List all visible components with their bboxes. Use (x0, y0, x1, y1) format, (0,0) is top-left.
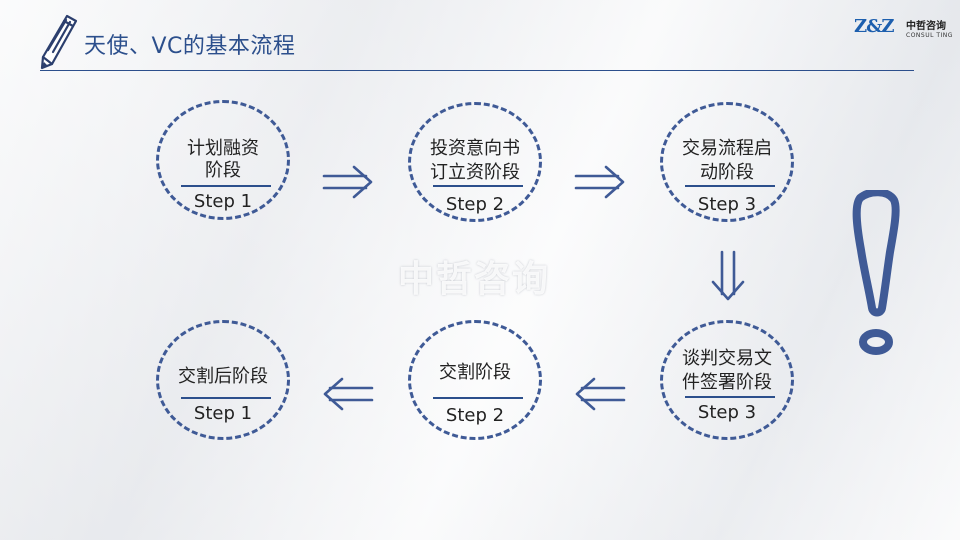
step-name-line2: 动阶段 (700, 162, 754, 183)
step-underline (433, 397, 523, 399)
step-underline (433, 185, 523, 187)
double-arrow-right-icon (322, 165, 373, 199)
company-logo: Z&Z 中哲咨询 CONSUL TING (854, 14, 954, 46)
pencil-icon (40, 14, 78, 70)
double-arrow-down-icon (711, 250, 745, 301)
step-name-line1: 计划融资 (187, 138, 259, 159)
step-name-line2: 阶段 (205, 160, 241, 181)
double-arrow-left-icon (323, 377, 374, 411)
step-circle-5: 交割阶段 Step 2 (408, 320, 542, 440)
step-underline (181, 397, 271, 399)
double-arrow-right-icon (574, 165, 625, 199)
step-label: Step 3 (697, 402, 757, 423)
step-underline (181, 185, 271, 187)
step-name-line2: 订立资阶段 (430, 162, 520, 183)
watermark: 中哲咨询 (398, 259, 551, 300)
double-arrow-left-icon (575, 377, 626, 411)
step-circle-6: 交割后阶段 Step 1 (156, 320, 290, 440)
page-title: 天使、VC的基本流程 (84, 34, 296, 59)
step-name-line1: 谈判交易文 (682, 348, 772, 369)
step-name-line2: 件签署阶段 (682, 372, 772, 393)
step-underline (685, 396, 775, 398)
logo-company-name: 中哲咨询 (906, 21, 946, 32)
step-name-line1: 交割阶段 (439, 362, 511, 383)
step-circle-2: 投资意向书 订立资阶段 Step 2 (408, 102, 542, 222)
step-circle-3: 交易流程启 动阶段 Step 3 (660, 102, 794, 222)
logo-mark: Z&Z (854, 16, 895, 37)
step-name-line1: 交易流程启 (682, 138, 772, 159)
step-label: Step 3 (697, 194, 757, 215)
step-label: Step 2 (445, 194, 505, 215)
step-circle-1: 计划融资 阶段 Step 1 (156, 100, 290, 220)
step-name-line1: 交割后阶段 (178, 366, 268, 387)
step-underline (685, 185, 775, 187)
step-label: Step 2 (445, 405, 505, 426)
exclamation-icon (852, 190, 900, 355)
step-label: Step 1 (193, 403, 253, 424)
step-name-line1: 投资意向书 (430, 138, 520, 159)
logo-company-en: CONSUL TING (906, 32, 953, 39)
step-circle-4: 谈判交易文 件签署阶段 Step 3 (660, 320, 794, 440)
step-label: Step 1 (193, 191, 253, 212)
title-divider (40, 70, 914, 71)
